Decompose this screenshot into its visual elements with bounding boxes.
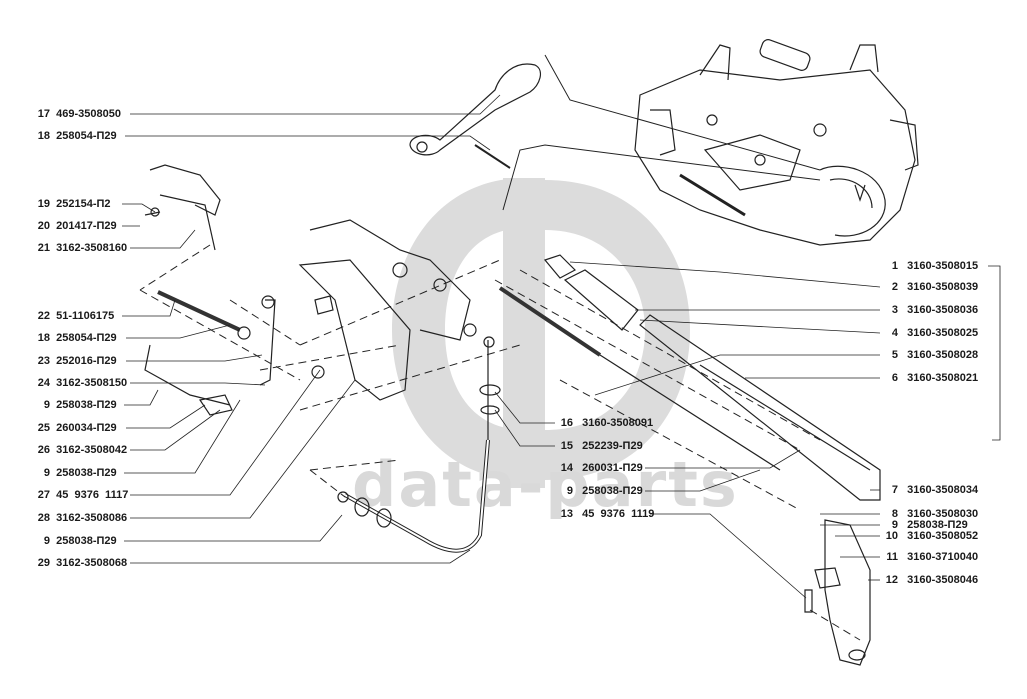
spring-part-22 (157, 290, 241, 332)
callout-label[interactable]: 18 258054-П29 (37, 130, 117, 142)
callout-label[interactable]: 15 252239-П29 (560, 440, 643, 452)
callout-label[interactable]: 21 3162-3508160 (37, 242, 128, 254)
lever-part-23 (259, 299, 276, 386)
callout-label[interactable]: 20 201417-П29 (37, 220, 117, 232)
callout-label[interactable]: 22 51-1106175 (37, 310, 115, 322)
bushing-part-3 (563, 269, 639, 331)
callout-label[interactable]: 4 3160-3508025 (891, 327, 979, 339)
rod-part-24 (144, 344, 231, 406)
callout-label[interactable]: 9 258038-П29 (43, 467, 117, 479)
watermark-d-shape (545, 180, 690, 480)
callout-label[interactable]: 16 3160-3508091 (560, 417, 654, 429)
callout-label[interactable]: 1 3160-3508015 (891, 260, 979, 272)
callout-label[interactable]: 2 3160-3508039 (891, 281, 979, 293)
callout-label[interactable]: 19 252154-П2 (37, 198, 111, 210)
callout-label[interactable]: 11 3160-3710040 (886, 551, 979, 563)
watermark-stem (503, 178, 545, 488)
clevis-part-26 (199, 394, 233, 416)
callout-label[interactable]: 23 252016-П29 (37, 355, 117, 367)
bracket-part-21 (144, 164, 221, 251)
callout-label[interactable]: 18 258054-П29 (37, 332, 117, 344)
callout-label[interactable]: 7 3160-3508034 (891, 484, 979, 496)
leader-lines-left (122, 94, 501, 564)
leader-lines-center (494, 391, 807, 599)
callout-label[interactable]: 29 3162-3508068 (37, 557, 128, 569)
callout-label[interactable]: 9 258038-П29 (43, 399, 117, 411)
callout-label[interactable]: 13 45 9376 1119 (560, 508, 655, 520)
callout-label[interactable]: 9 258038-П29 (43, 535, 117, 547)
callout-label[interactable]: 26 3162-3508042 (37, 444, 128, 456)
callout-label[interactable]: 8 3160-3508030 (891, 508, 979, 520)
sleeve-part-2 (543, 254, 576, 279)
callout-label[interactable]: 14 260031-П29 (560, 462, 643, 474)
lever-part-17 (409, 63, 542, 169)
callout-label[interactable]: 24 3162-3508150 (37, 377, 128, 389)
callout-label[interactable]: 5 3160-3508028 (891, 349, 979, 361)
callout-label[interactable]: 25 260034-П29 (37, 422, 117, 434)
callout-label[interactable]: 9 258038-П29 (566, 485, 643, 497)
callout-label[interactable]: 17 469-3508050 (37, 108, 121, 120)
rod-part-5 (599, 354, 781, 471)
callout-label[interactable]: 3 3160-3508036 (891, 304, 979, 316)
spring-part-5 (498, 286, 602, 357)
alignment-dashed-lines (139, 244, 861, 641)
leader-detail (544, 54, 821, 171)
leader-detail (502, 144, 821, 211)
callout-label[interactable]: 6 3160-3508021 (891, 372, 979, 384)
watermark-text: data-parts (352, 448, 739, 521)
callout-label[interactable]: 9 258038-П29 (891, 519, 968, 531)
watermark-g-shape (392, 178, 525, 480)
bolt-part-13 (804, 589, 813, 613)
callout-label[interactable]: 10 3160-3508052 (885, 530, 979, 542)
leader-lines-right (569, 261, 1001, 581)
callout-label[interactable]: 27 45 9376 1117 (37, 489, 129, 501)
callout-label[interactable]: 28 3162-3508086 (37, 512, 128, 524)
pedal-arm-part-6 (639, 314, 881, 501)
callout-label[interactable]: 12 3160-3508046 (885, 574, 979, 586)
fuel-pump-assembly (634, 39, 919, 246)
mount-bracket-part-28 (298, 219, 477, 401)
bracket-part-12 (814, 519, 871, 666)
cable-part-29 (337, 336, 501, 553)
